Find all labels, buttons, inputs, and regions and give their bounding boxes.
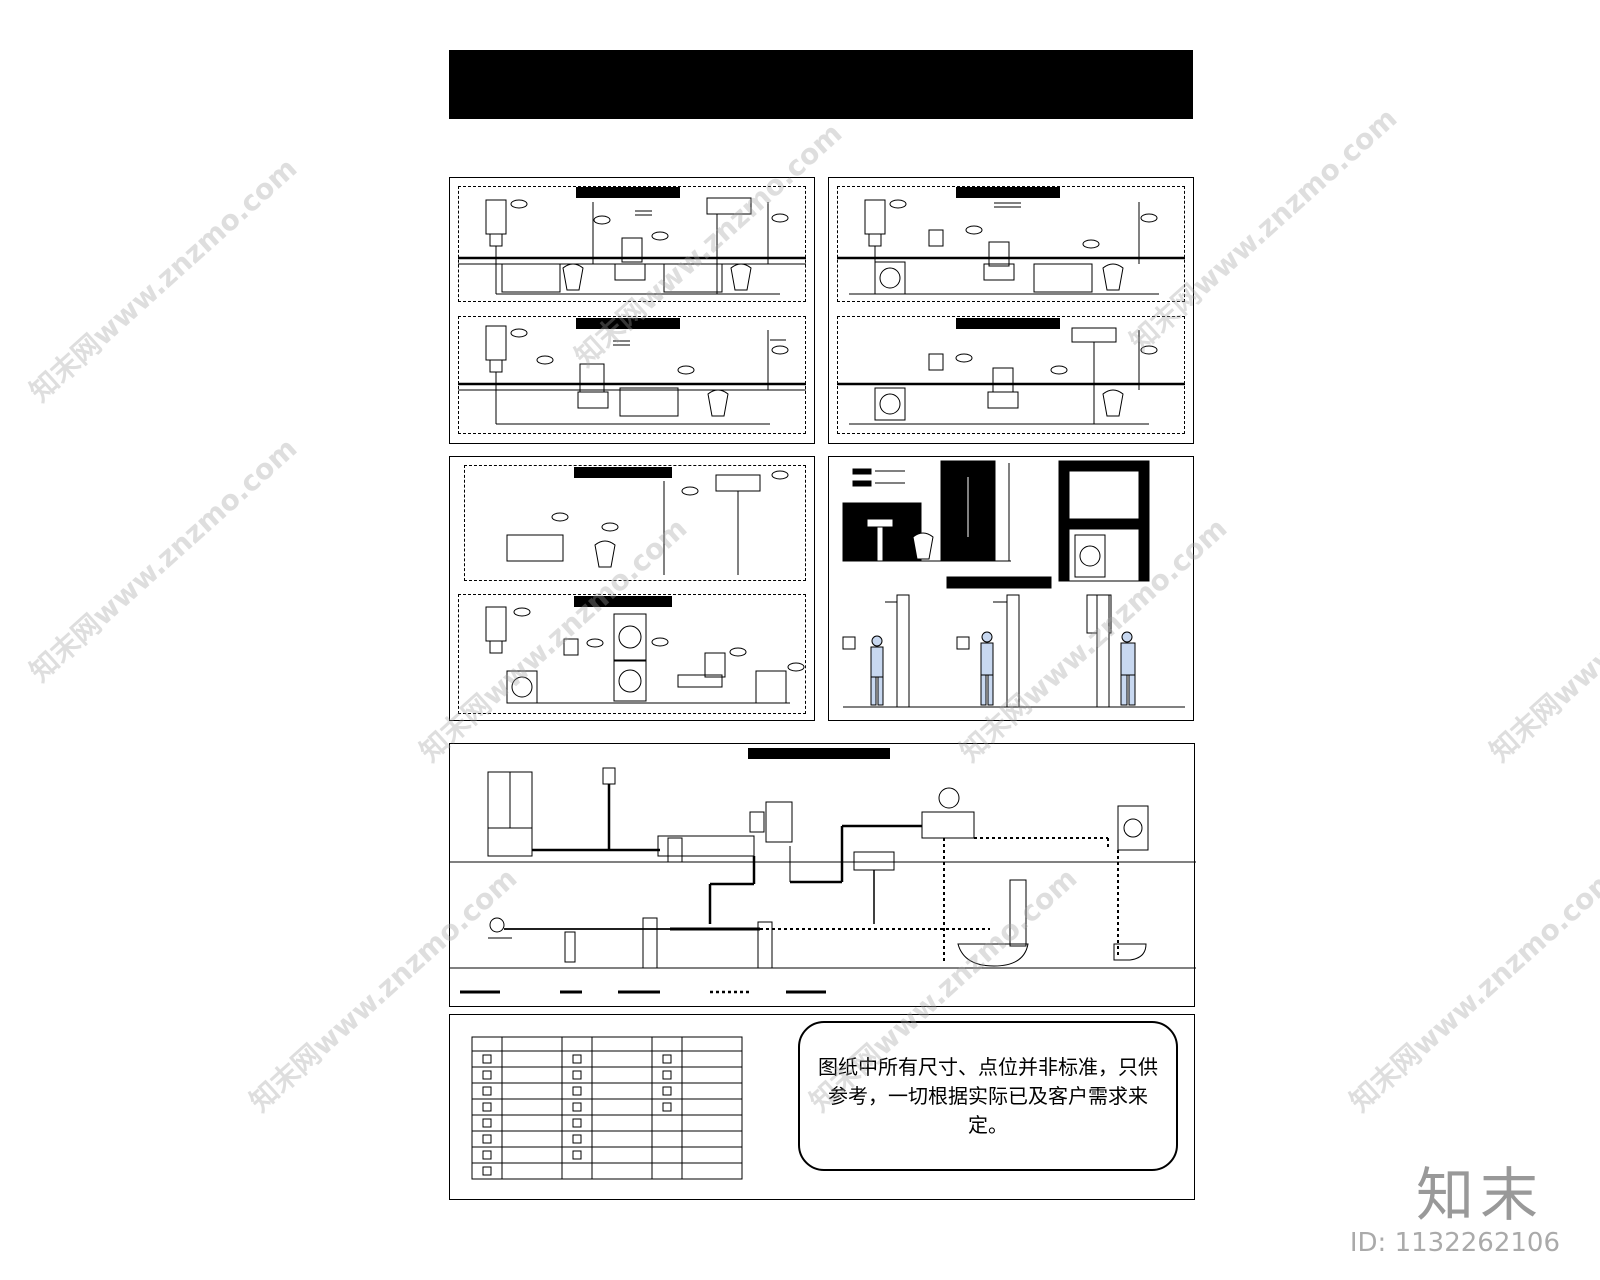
watermark-logo: 知末 [1415,1161,1544,1229]
watermark: 知末网www.znzmo.com [23,151,304,409]
watermark-id: ID: 1132262106 [1349,1228,1560,1258]
sub-diagram-a1-title-bar [576,187,680,198]
title-bar [449,50,1193,119]
panel-water-system-overview [449,743,1196,1007]
disclaimer-note-box: 图纸中所有尺寸、点位并非标准，只供参考，一切根据实际已及客户需求来定。 [798,1021,1178,1171]
legend-table [471,1036,743,1180]
sub-diagram-b2 [837,316,1185,434]
sub-diagram-b2-title-bar [956,318,1060,329]
watermark: 知末网www.znzmo.com [1343,861,1600,1119]
plumbing-drawing-b [837,199,1185,425]
water-system-drawing [450,767,1196,994]
sub-diagram-c1-title-bar [574,467,672,478]
panel-plumbing-elevation-c [449,456,815,721]
sub-diagram-a1 [458,186,806,302]
disclaimer-note-text: 图纸中所有尺寸、点位并非标准，只供参考，一切根据实际已及客户需求来定。 [818,1054,1158,1137]
sub-diagram-a2 [458,316,806,434]
panel-installation-height-reference [828,456,1194,721]
sub-diagram-b1-title-bar [956,187,1060,198]
plumbing-drawing-a [458,197,806,425]
watermark: 知末网www.znzmo.com [1483,511,1600,769]
watermark: 知末网www.znzmo.com [23,431,304,689]
sub-diagram-c2 [458,594,806,714]
sub-diagram-c1 [464,465,806,581]
sub-diagram-c2-title-bar [574,596,672,607]
height-reference-drawing [842,460,1185,708]
panel-plumbing-elevation-b [828,177,1194,444]
overview-title-bar [748,748,890,759]
plumbing-drawing-c [485,470,805,704]
sub-diagram-b1 [837,186,1185,302]
panel-plumbing-elevation-a [449,177,815,444]
sub-diagram-a2-title-bar [576,318,680,329]
